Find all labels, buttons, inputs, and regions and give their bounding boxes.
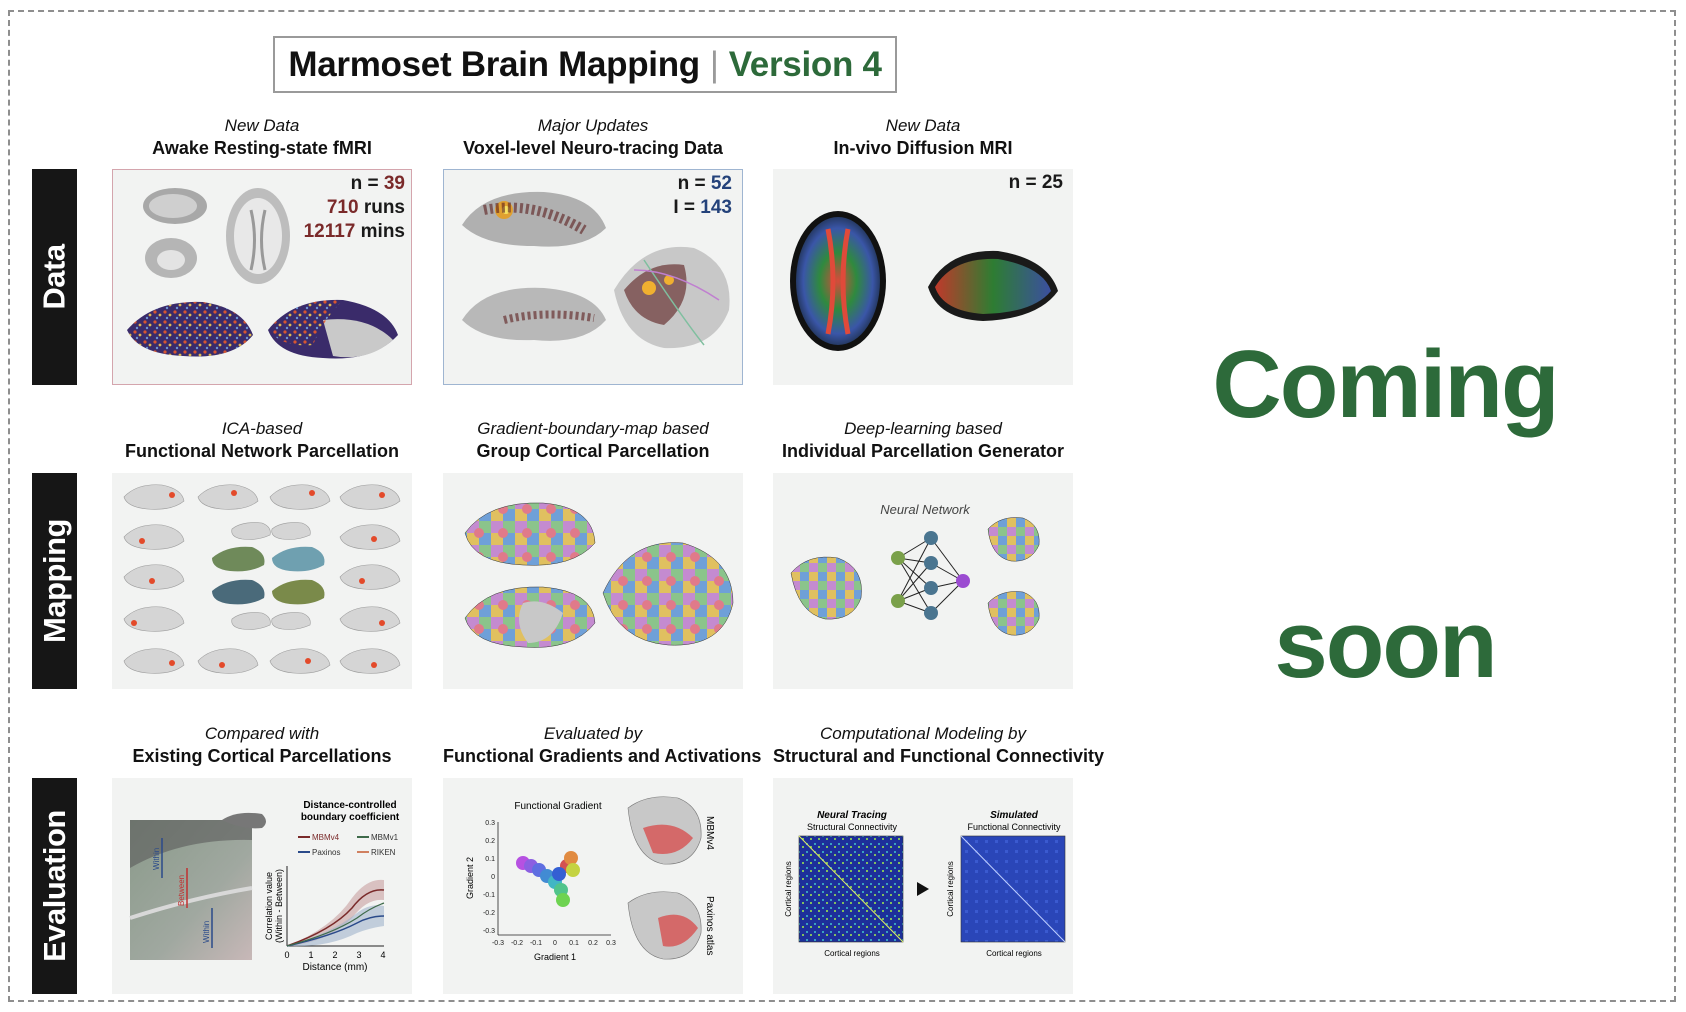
ytick-3: 0 [491, 874, 495, 881]
row-label-mapping: Mapping [32, 473, 77, 689]
chart-title-1: Distance-controlled [303, 800, 396, 811]
panel-tracing: n = 52 I = 143 [443, 169, 743, 385]
label-between: Between [177, 875, 186, 906]
map-label-mbmv4: MBMv4 [704, 816, 715, 850]
xtick-2: -0.1 [530, 940, 542, 947]
label-within-top: Within [152, 848, 161, 870]
boundary-coefficient-figure: Within Between Within Distance-controlle… [129, 800, 400, 973]
caption-deep: Deep-learning based Individual Parcellat… [781, 419, 1065, 461]
ytick-0: 0.3 [485, 820, 495, 827]
caption-gradient-map: Gradient-boundary-map based Group Cortic… [476, 419, 710, 461]
caption-modeling: Computational Modeling by Structural and… [773, 724, 1105, 766]
ytick-1: 0.2 [485, 838, 495, 845]
caption-evaluated: Evaluated by Functional Gradients and Ac… [443, 724, 762, 766]
left-matrix-title: Neural Tracing [817, 810, 887, 821]
caption-diffusion: New Data In-vivo Diffusion MRI [833, 116, 1013, 158]
xtick-3: 0 [553, 940, 557, 947]
panel-modeling: Neural Tracing Structural Connectivity C… [773, 778, 1073, 994]
fmri-brain-images [127, 188, 398, 359]
page-title: Marmoset Brain Mapping | Version 4 [273, 36, 897, 93]
left-y-label: Cortical regions [784, 861, 793, 917]
panel-compare: Within Between Within Distance-controlle… [112, 778, 412, 994]
xtick-2: 2 [332, 950, 337, 960]
legend-mbmv4: MBMv4 [312, 833, 340, 842]
caption-fmri: New Data Awake Resting-state fMRI [152, 116, 372, 158]
y-axis-label-1: Correlation value [264, 872, 274, 940]
ica-brain-grid [123, 484, 401, 674]
functional-gradient-figure: Functional Gradient 0.3 0.2 0.1 0 -0.1 -… [465, 796, 715, 962]
xtick-1: 1 [308, 950, 313, 960]
ytick-6: -0.3 [483, 928, 495, 935]
arrow-right-icon [917, 882, 929, 896]
coming-text: Coming [1212, 331, 1559, 438]
panel-deep-learning: Neural Network [773, 473, 1073, 689]
title-main: Marmoset Brain Mapping [288, 44, 700, 84]
caption-compare: Compared with Existing Cortical Parcella… [132, 724, 392, 766]
panel-ica [112, 473, 412, 689]
legend-paxinos: Paxinos [312, 848, 340, 857]
neural-network-label: Neural Network [880, 502, 971, 517]
diffusion-brain-images [790, 211, 1058, 351]
panel-fmri: n = 39 710 runs 12117 mins [112, 169, 412, 385]
xtick-4: 0.1 [569, 940, 579, 947]
map-label-paxinos: Paxinos atlas [704, 896, 715, 955]
panel-diffusion: n = 25 [773, 169, 1073, 385]
xtick-0: -0.3 [492, 940, 504, 947]
group-parcellation-images [464, 502, 734, 648]
right-matrix-title: Simulated [990, 810, 1039, 821]
caption-ica: ICA-based Functional Network Parcellatio… [124, 419, 400, 461]
ytick-2: 0.1 [485, 856, 495, 863]
gradient-x-label: Gradient 1 [534, 952, 576, 962]
panel-evaluated: Functional Gradient 0.3 0.2 0.1 0 -0.1 -… [443, 778, 743, 994]
title-version: Version 4 [728, 44, 882, 84]
row-label-data: Data [32, 169, 77, 385]
right-y-label: Cortical regions [946, 861, 955, 917]
chart-title-2: boundary coefficient [301, 812, 400, 823]
y-axis-label-2: (Within - Between) [274, 869, 284, 943]
left-matrix-subtitle: Structural Connectivity [807, 822, 898, 832]
label-within-bottom: Within [202, 921, 211, 943]
panel-group-parcellation [443, 473, 743, 689]
xtick-1: -0.2 [511, 940, 523, 947]
tracing-stats: n = 52 I = 143 [673, 173, 732, 218]
ytick-4: -0.1 [483, 892, 495, 899]
xtick-3: 3 [356, 950, 361, 960]
legend-riken: RIKEN [371, 848, 396, 857]
legend-mbmv1: MBMv1 [371, 833, 399, 842]
gradient-plot-title: Functional Gradient [514, 801, 601, 812]
dashed-frame [8, 10, 1676, 1002]
ytick-5: -0.2 [483, 910, 495, 917]
diffusion-stats: n = 25 [1008, 172, 1063, 193]
x-axis-label: Distance (mm) [302, 962, 367, 973]
neural-network-diagram: Neural Network [790, 502, 1040, 636]
fmri-stats: n = 39 710 runs 12117 mins [303, 173, 405, 242]
row-label-evaluation: Evaluation [32, 778, 77, 994]
caption-tracing: Major Updates Voxel-level Neuro-tracing … [463, 116, 723, 158]
xtick-4: 4 [380, 950, 385, 960]
tracing-brain-images [462, 191, 730, 349]
title-separator: | [709, 44, 719, 84]
right-x-label: Cortical regions [986, 949, 1042, 958]
xtick-5: 0.2 [588, 940, 598, 947]
left-x-label: Cortical regions [824, 949, 880, 958]
xtick-6: 0.3 [606, 940, 616, 947]
xtick-0: 0 [284, 950, 289, 960]
connectivity-matrices: Neural Tracing Structural Connectivity C… [784, 810, 1066, 958]
soon-text: soon [1274, 591, 1497, 698]
gradient-y-label: Gradient 2 [465, 857, 475, 899]
right-matrix-subtitle: Functional Connectivity [967, 822, 1061, 832]
